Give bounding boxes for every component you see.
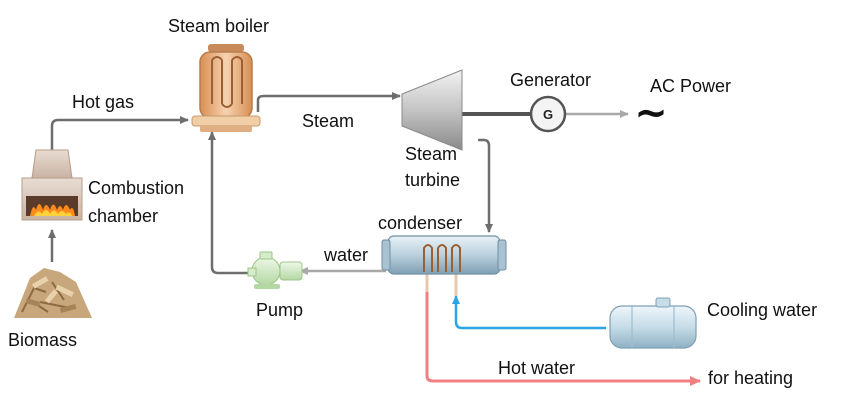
label-hot-water: Hot water: [498, 358, 576, 378]
cooling-water-pipe: [452, 295, 606, 330]
cooling-water-tank-icon: [609, 297, 697, 349]
label-condenser: condenser: [378, 213, 463, 233]
biomass-pile-icon: [14, 268, 92, 318]
feedwater-pipe: [208, 131, 250, 275]
label-steam-turbine-line2: turbine: [405, 170, 461, 190]
label-pump: Pump: [256, 300, 304, 320]
steam-pipe: [256, 92, 401, 112]
label-biomass: Biomass: [8, 330, 78, 350]
generator-icon: G: [529, 95, 567, 133]
label-for-heating: for heating: [708, 368, 794, 388]
label-combustion-line1: Combustion: [88, 178, 185, 198]
exhaust-steam-pipe: [478, 138, 493, 233]
label-steam-boiler: Steam boiler: [168, 16, 270, 36]
combustion-chamber-icon: [21, 149, 83, 221]
label-steam: Steam: [302, 111, 355, 131]
label-hot-gas: Hot gas: [72, 92, 135, 112]
label-water: water: [324, 245, 369, 265]
ac-wave-icon: ~: [634, 90, 668, 136]
label-combustion-line2: chamber: [88, 206, 159, 226]
steam-turbine-icon: [401, 69, 463, 151]
label-generator: Generator: [510, 70, 592, 90]
condenser-icon: [381, 235, 507, 275]
hot-gas-pipe: [50, 116, 189, 150]
steam-boiler-icon: [191, 44, 261, 132]
label-cooling-water: Cooling water: [707, 300, 818, 320]
label-ac-power: AC Power: [650, 76, 732, 96]
label-steam-turbine-line1: Steam: [405, 144, 458, 164]
pump-icon: [247, 251, 303, 289]
generator-symbol: G: [543, 107, 553, 122]
hot-water-pipe: [425, 290, 701, 386]
